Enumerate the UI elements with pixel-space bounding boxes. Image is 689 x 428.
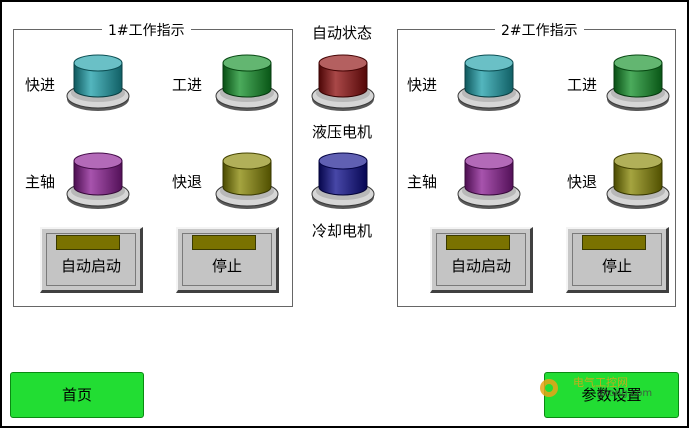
panel-1-title: 1#工作指示 <box>102 20 191 40</box>
p1-auto-start-label: 自动启动 <box>60 257 121 275</box>
p2-label-work-feed: 工进 <box>567 76 598 94</box>
p2-stop-indicator <box>582 235 646 250</box>
p1-label-spindle: 主轴 <box>25 173 56 191</box>
watermark: 电气工控网 gkong.com <box>540 376 673 402</box>
p1-label-fast-return: 快退 <box>172 173 203 191</box>
p2-stop-button[interactable]: 停止 <box>566 227 669 293</box>
p2-label-fast-return: 快退 <box>567 173 598 191</box>
home-button[interactable]: 首页 <box>10 372 144 418</box>
p1-stop-button[interactable]: 停止 <box>176 227 279 293</box>
p2-stop-label: 停止 <box>601 257 632 275</box>
panel-2-title: 2#工作指示 <box>495 20 584 40</box>
p1-fast-forward-lamp <box>66 51 130 113</box>
p1-auto-start-button[interactable]: 自动启动 <box>40 227 143 293</box>
hydraulic-motor-label: 液压电机 <box>312 123 373 141</box>
panel-2-frame: 2#工作指示 <box>397 20 676 307</box>
p1-auto-start-indicator <box>56 235 120 250</box>
p1-stop-label: 停止 <box>211 257 242 275</box>
watermark-line1: 电气工控网 <box>573 376 628 389</box>
p2-auto-start-indicator <box>446 235 510 250</box>
gear-icon <box>540 379 558 397</box>
cooling-motor-lamp <box>311 149 375 211</box>
p1-stop-indicator <box>192 235 256 250</box>
p2-label-fast-forward: 快进 <box>407 76 438 94</box>
p2-work-feed-lamp <box>606 51 670 113</box>
p2-fast-return-lamp <box>606 149 670 211</box>
watermark-line2: gkong.com <box>597 388 653 399</box>
p1-spindle-lamp <box>66 149 130 211</box>
p1-label-fast-forward: 快进 <box>25 76 56 94</box>
panel-1-frame: 1#工作指示 <box>13 20 293 307</box>
hydraulic-motor-lamp <box>311 51 375 113</box>
p1-fast-return-lamp <box>215 149 279 211</box>
p1-label-work-feed: 工进 <box>172 76 203 94</box>
p2-fast-forward-lamp <box>457 51 521 113</box>
p2-auto-start-label: 自动启动 <box>450 257 511 275</box>
p2-spindle-lamp <box>457 149 521 211</box>
params-settings-label: 参数设置 <box>581 386 642 404</box>
auto-status-title: 自动状态 <box>312 24 373 42</box>
p1-work-feed-lamp <box>215 51 279 113</box>
p2-auto-start-button[interactable]: 自动启动 <box>430 227 533 293</box>
p2-label-spindle: 主轴 <box>407 173 438 191</box>
cooling-motor-label: 冷却电机 <box>312 222 373 240</box>
